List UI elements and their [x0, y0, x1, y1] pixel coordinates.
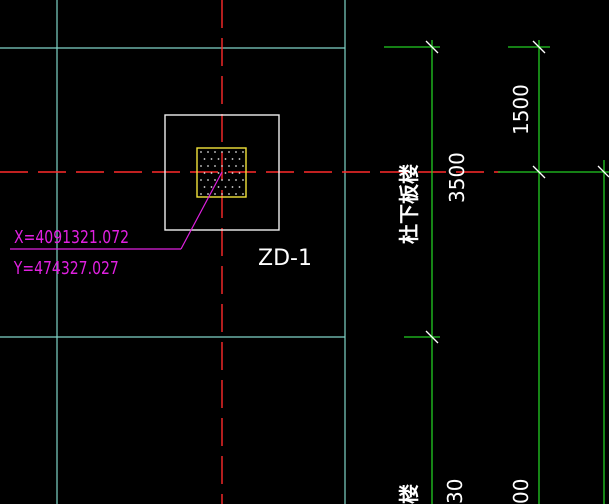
hatch-dot [214, 151, 216, 153]
hatch-dot [207, 193, 209, 195]
stair-label-bottom: 楼 [397, 484, 421, 504]
hatch-dot [228, 165, 230, 167]
hatch-dot [214, 193, 216, 195]
hatch-dot [200, 165, 202, 167]
dimension-text-bottom-right: 00 [509, 479, 533, 504]
hatch-dot [238, 158, 241, 160]
hatch-dot [235, 165, 237, 167]
hatch-dot [221, 165, 223, 167]
hatch-dot [214, 179, 216, 181]
hatch-dot [210, 172, 213, 174]
grid-lines [0, 0, 346, 504]
hatch-dot [228, 193, 230, 195]
hatch-dot [210, 158, 213, 160]
hatch-dot [238, 186, 241, 188]
hatch-dot [235, 193, 237, 195]
hatch-dot [207, 151, 209, 153]
hatch-dot [200, 179, 202, 181]
coordinate-x-label: X=4091321.072 [14, 226, 129, 247]
hatch-dot [235, 151, 237, 153]
hatch-dot [221, 151, 223, 153]
hatch-dot [207, 179, 209, 181]
dimension-tick-mid-right [532, 165, 546, 179]
dimension-tick-bottom-left [425, 330, 439, 344]
hatch-dot [242, 165, 244, 167]
dimension-tick-top-left [425, 40, 439, 54]
hatch-dot [203, 172, 206, 174]
dimension-tick-right-edge [597, 165, 609, 178]
hatch-dot [217, 172, 220, 174]
hatch-dot [214, 165, 216, 167]
stair-label: 杜下板楼 [397, 164, 421, 244]
hatch-dot [235, 179, 237, 181]
hatch-dot [228, 179, 230, 181]
hatch-dot [242, 179, 244, 181]
column-ZD-1[interactable] [196, 147, 247, 198]
hatch-dot [217, 158, 220, 160]
hatch-dot [221, 193, 223, 195]
dimension-tick-top-right [532, 40, 546, 54]
column-tag-label: ZD-1 [258, 246, 312, 271]
dimension-text-3500: 3500 [445, 152, 469, 203]
hatch-dot [200, 193, 202, 195]
callout-leader-line [180, 171, 223, 250]
coordinate-y-label: Y=474327.027 [13, 257, 119, 278]
dimension-lines [384, 40, 609, 504]
coordinate-callout[interactable]: X=4091321.072 Y=474327.027 [10, 171, 223, 278]
hatch-dot [224, 158, 227, 160]
hatch-dot [203, 186, 206, 188]
hatch-dot [224, 172, 227, 174]
hatch-dot [224, 186, 227, 188]
hatch-dot [210, 186, 213, 188]
hatch-dot [228, 151, 230, 153]
hatch-dot [242, 193, 244, 195]
hatch-dot [231, 186, 234, 188]
dimension-text-1500: 1500 [509, 84, 533, 135]
hatch-dot [200, 151, 202, 153]
dimension-text-bottom-left: 30 [443, 479, 467, 504]
column-hatch-pattern [200, 151, 244, 195]
hatch-dot [203, 158, 206, 160]
hatch-dot [217, 186, 220, 188]
hatch-dot [238, 172, 241, 174]
hatch-dot [242, 151, 244, 153]
hatch-dot [221, 179, 223, 181]
hatch-dot [231, 158, 234, 160]
hatch-dot [207, 165, 209, 167]
axis-lines [0, 0, 500, 504]
hatch-dot [231, 172, 234, 174]
footing-outline[interactable] [164, 114, 280, 231]
column-outline[interactable] [196, 147, 247, 198]
